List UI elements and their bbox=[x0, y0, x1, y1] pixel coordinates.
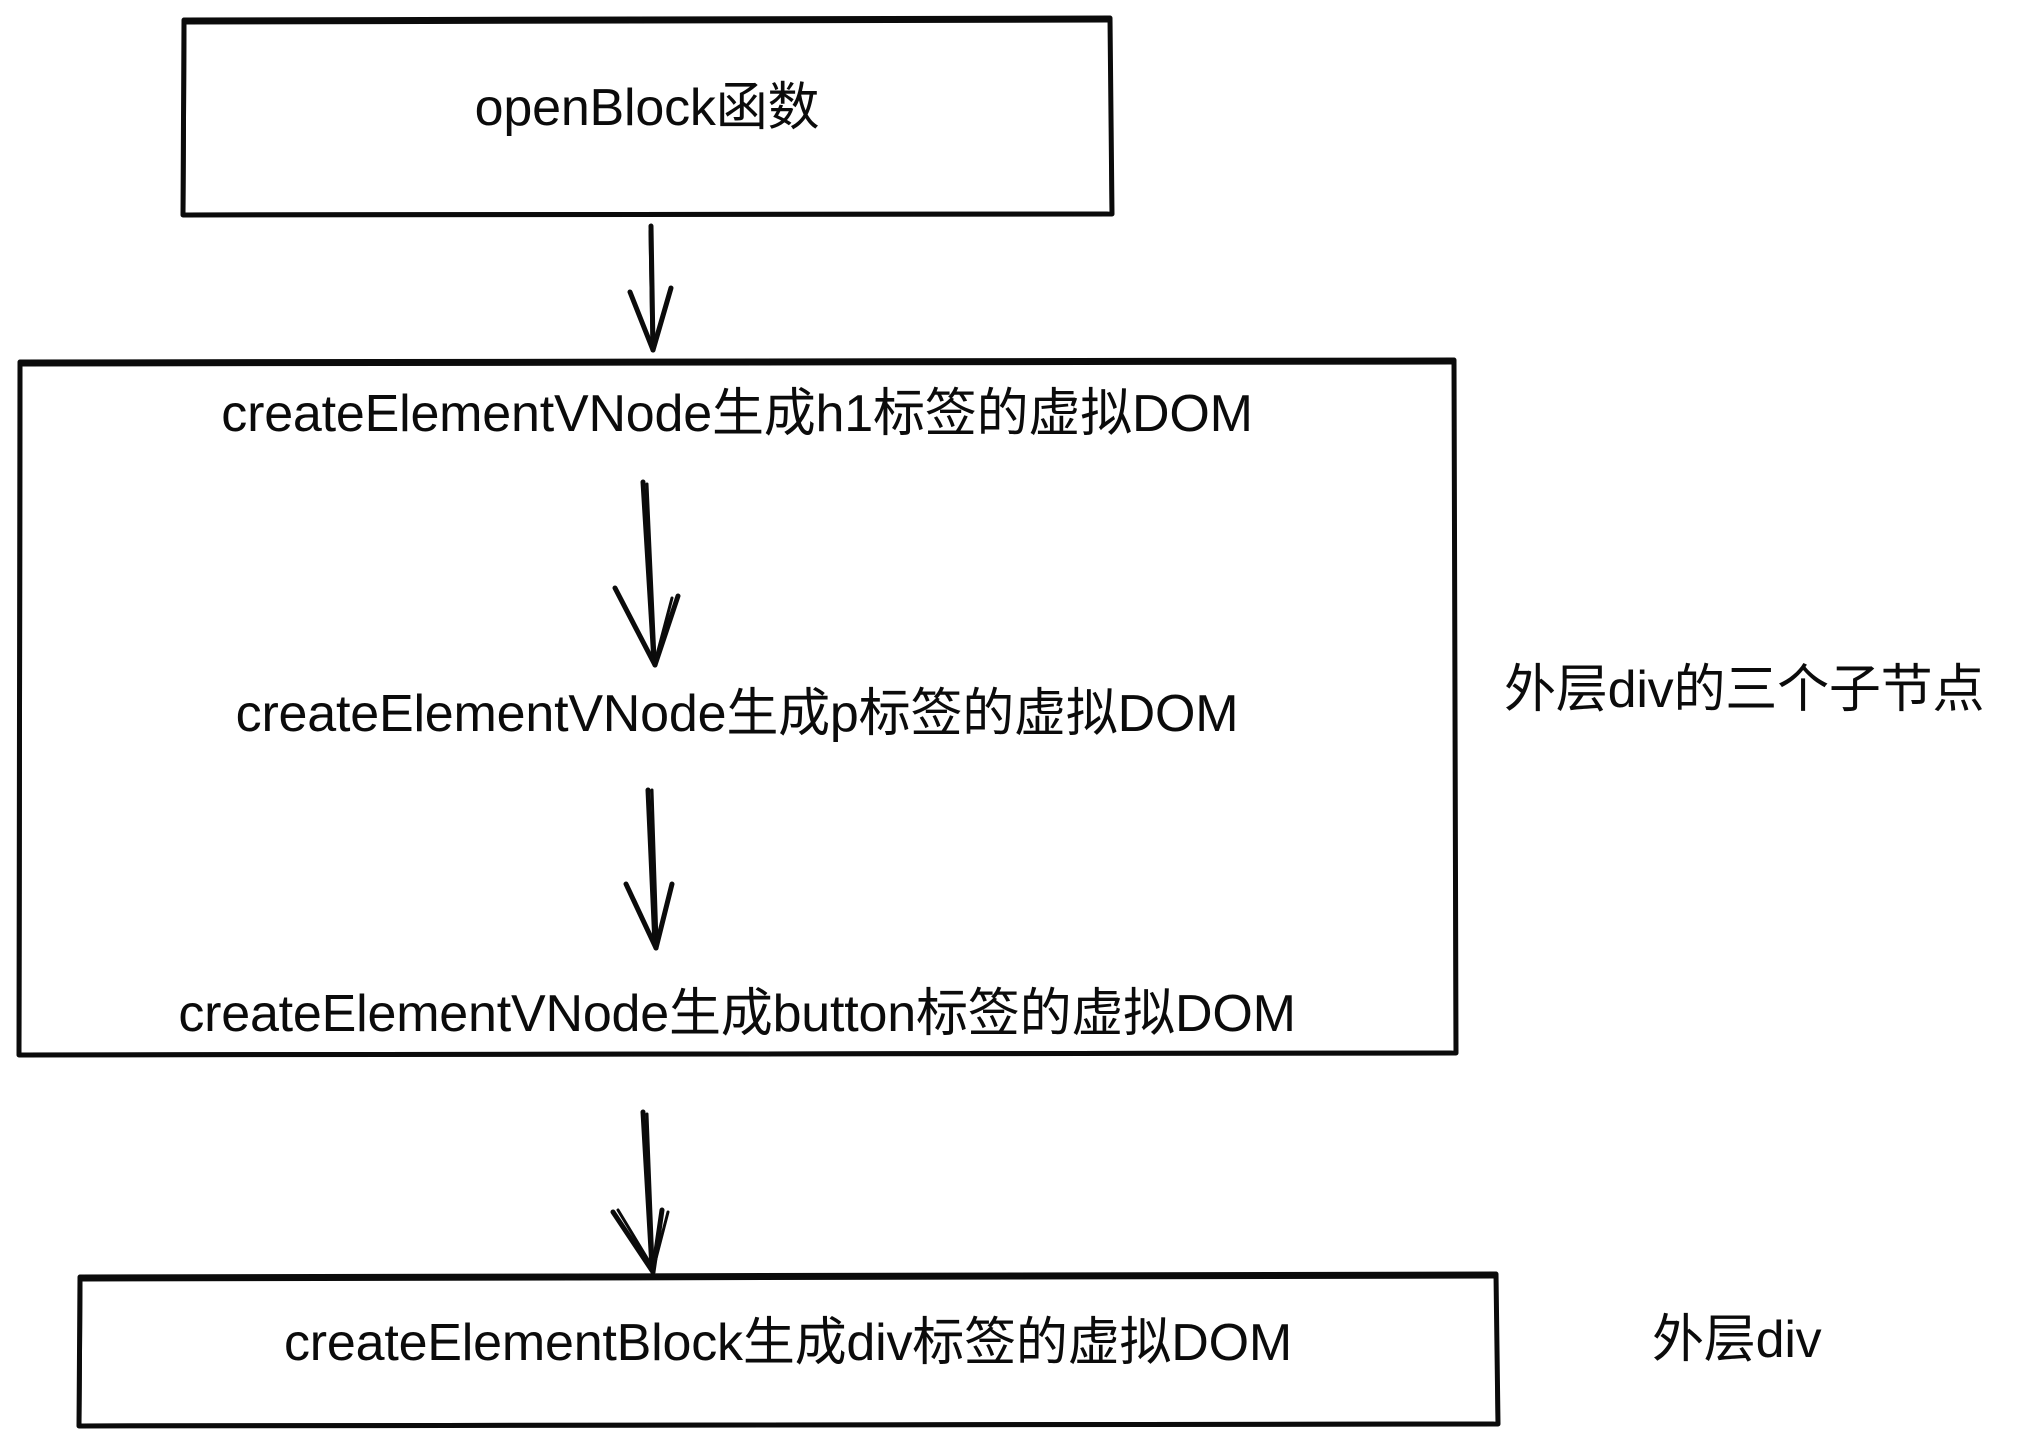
annotation-outer-div-note: 外层div bbox=[1652, 1311, 1822, 1369]
arrow-children-to-block bbox=[610, 1109, 670, 1275]
arrow-openblock-to-children bbox=[627, 223, 674, 353]
node-label-open-block: openBlock函数 bbox=[474, 79, 820, 137]
arrow-p-to-button bbox=[623, 787, 675, 951]
arrow-h1-to-p bbox=[612, 479, 681, 668]
node-label-vnode-button: createElementVNode生成button标签的虚拟DOM bbox=[178, 985, 1296, 1043]
node-label-element-block: createElementBlock生成div标签的虚拟DOM bbox=[283, 1314, 1293, 1372]
node-label-vnode-p: createElementVNode生成p标签的虚拟DOM bbox=[235, 685, 1239, 743]
node-label-vnode-h1: createElementVNode生成h1标签的虚拟DOM bbox=[221, 385, 1253, 443]
annotation-children-note: 外层div的三个子节点 bbox=[1504, 661, 1985, 719]
